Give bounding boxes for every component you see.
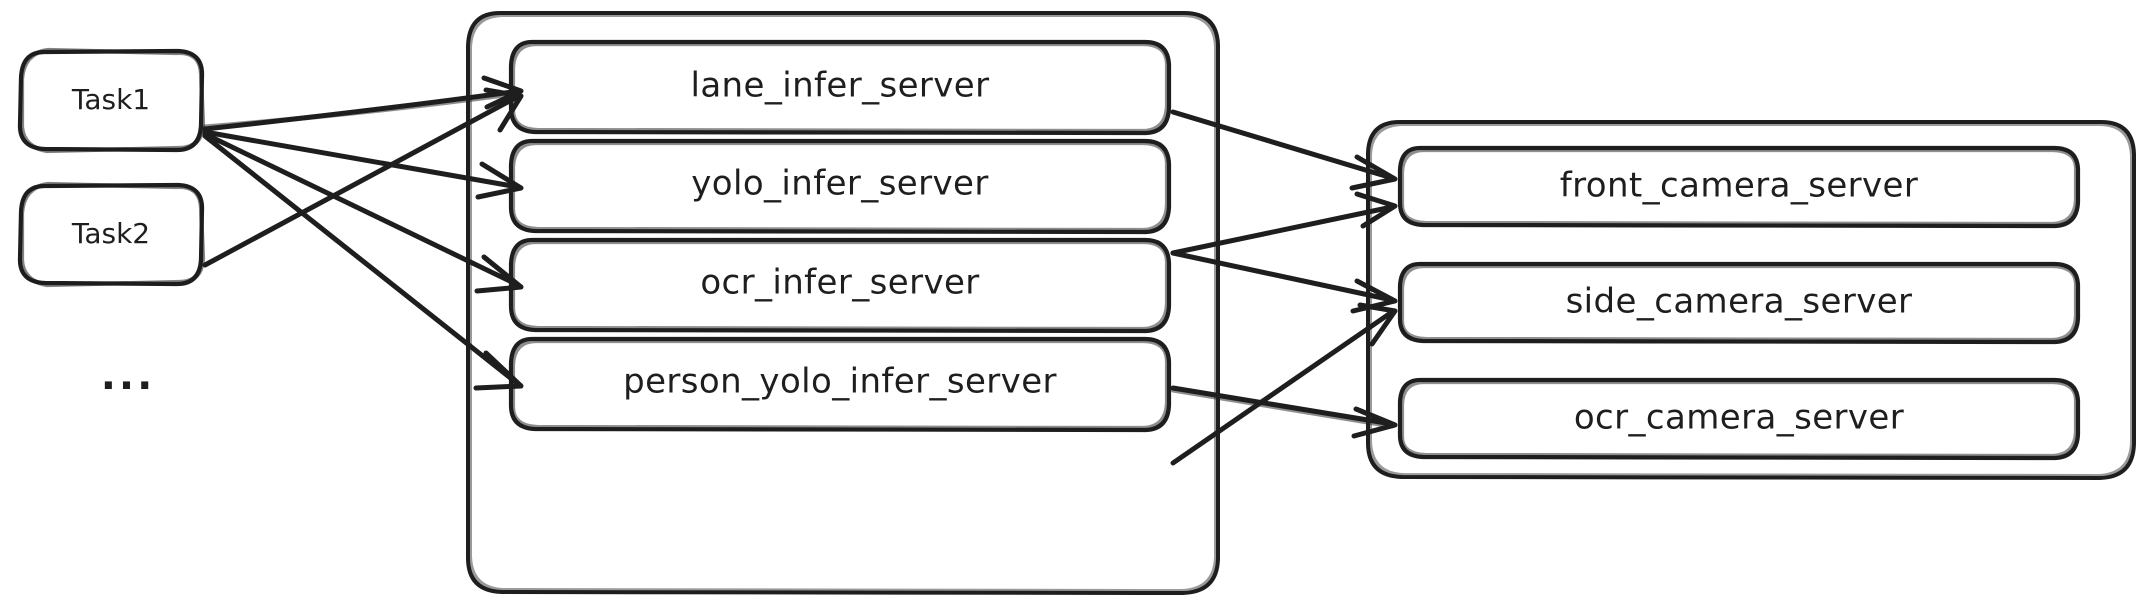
edge-task1-yolo-infer-server <box>202 129 524 200</box>
task1-box-outline-2 <box>19 47 206 154</box>
yolo-infer-server-label: yolo_infer_server <box>691 164 988 204</box>
edge-task1-lane-infer-server <box>202 75 524 132</box>
edge-yolo-infer-server-side-camera-server <box>1170 250 1398 314</box>
infer-group-outline <box>466 11 1220 595</box>
infer-group-outline-2 <box>468 13 1218 593</box>
node-person-yolo-infer-server[interactable]: person_yolo_infer_server <box>508 336 1172 433</box>
task-column: Task1 Task2 ... <box>17 47 206 399</box>
edge-yolo-infer-server-front-camera-server <box>1170 191 1398 256</box>
edge-task2-lane-infer-server <box>202 87 524 268</box>
person-yolo-infer-server-box-2 <box>510 338 1170 431</box>
edge-task1-ocr-infer-server <box>202 131 524 294</box>
ocr-infer-server-box-2 <box>510 239 1170 332</box>
edges-tasks-to-infer <box>202 75 524 391</box>
person-yolo-infer-server-label: person_yolo_infer_server <box>623 362 1057 402</box>
node-yolo-infer-server[interactable]: yolo_infer_server <box>508 138 1172 235</box>
front-camera-server-label: front_camera_server <box>1560 166 1919 206</box>
infer-server-group: lane_infer_server yolo_infer_server ocr_… <box>466 11 1220 595</box>
edge-person-yolo-infer-server-side-camera-server <box>1170 302 1398 466</box>
task1-label: Task1 <box>71 83 150 116</box>
camera-group-outline-2 <box>1368 122 2134 478</box>
node-task2[interactable]: Task2 <box>17 181 206 288</box>
task2-box-outline-2 <box>19 181 206 288</box>
ocr-infer-server-label: ocr_infer_server <box>700 263 979 303</box>
camera-group-outline <box>1366 120 2136 480</box>
camera-server-group: front_camera_server side_camera_server o… <box>1366 120 2136 480</box>
edge-ocr-infer-server-ocr-camera-server <box>1170 385 1398 439</box>
edge-task1-person-yolo-infer-server <box>202 133 524 391</box>
task-more-ellipsis: ... <box>101 353 156 399</box>
node-ocr-infer-server[interactable]: ocr_infer_server <box>508 237 1172 334</box>
lane-infer-server-label: lane_infer_server <box>690 66 989 106</box>
front-camera-server-box-2 <box>1399 147 2079 227</box>
node-front-camera-server[interactable]: front_camera_server <box>1397 145 2081 229</box>
edge-lane-infer-server-front-camera-server <box>1170 109 1398 191</box>
side-camera-server-box-2 <box>1399 263 2079 343</box>
task2-label: Task2 <box>71 217 150 250</box>
edges-infer-to-camera <box>1170 109 1398 466</box>
node-task1[interactable]: Task1 <box>17 47 206 154</box>
node-lane-infer-server[interactable]: lane_infer_server <box>508 39 1172 136</box>
ocr-camera-server-label: ocr_camera_server <box>1574 398 1904 438</box>
node-side-camera-server[interactable]: side_camera_server <box>1397 261 2081 345</box>
lane-infer-server-box-2 <box>510 41 1170 134</box>
side-camera-server-label: side_camera_server <box>1566 282 1913 322</box>
node-ocr-camera-server[interactable]: ocr_camera_server <box>1397 377 2081 461</box>
ocr-camera-server-box-2 <box>1399 379 2079 459</box>
yolo-infer-server-box-2 <box>510 140 1170 233</box>
